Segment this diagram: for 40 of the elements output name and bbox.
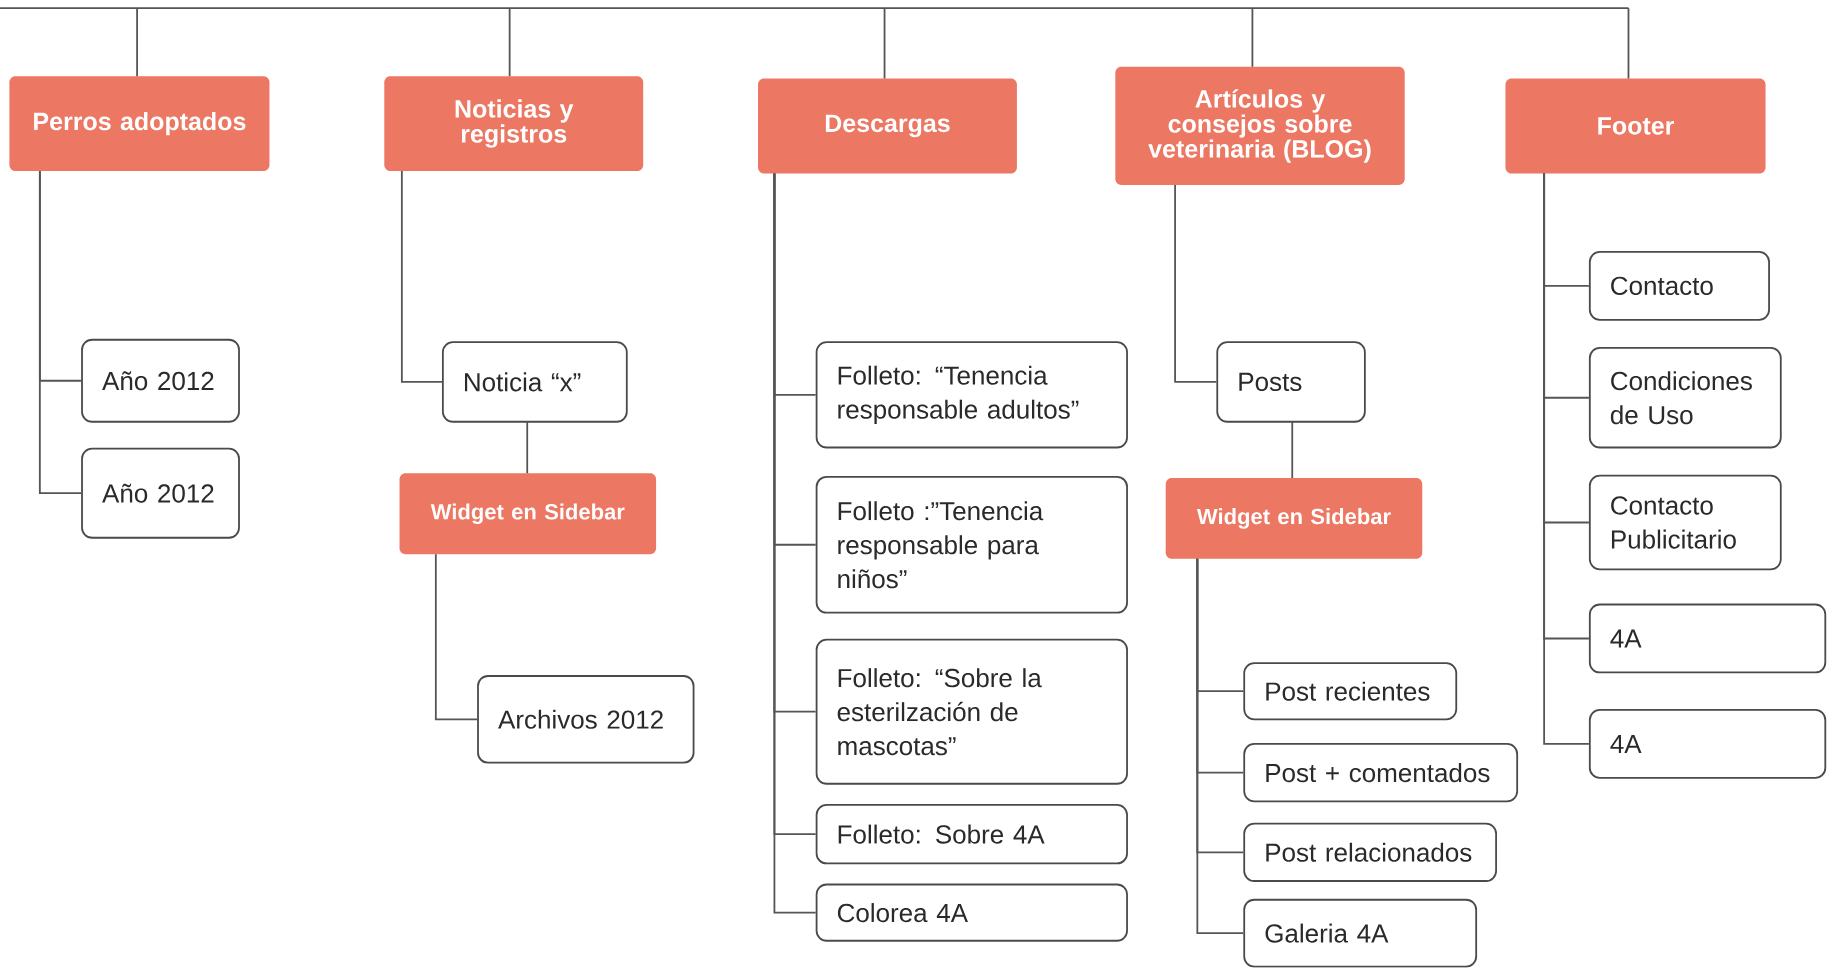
- widget-box: Widget en Sidebar: [399, 473, 657, 555]
- connector-line: [136, 7, 138, 78]
- widget-box: Widget en Sidebar: [1165, 478, 1423, 559]
- connector-line: [508, 7, 511, 78]
- connector-line: [1291, 421, 1294, 480]
- page-box: Post + comentados: [1243, 743, 1519, 803]
- header-box: Footer: [1505, 78, 1766, 174]
- connector-line: [526, 421, 529, 475]
- connector-line: [883, 7, 886, 80]
- connector-line: [1196, 558, 1245, 935]
- page-box: 4A: [1588, 603, 1827, 674]
- page-box: Año 2012: [81, 339, 240, 423]
- page-box: Folleto :”Tenencia responsable para niños”: [815, 476, 1128, 614]
- page-box: Post relacionados: [1243, 822, 1497, 883]
- page-box: Folleto: “Sobre la esterilzación de mascotas”: [815, 638, 1128, 785]
- page-box: Posts: [1216, 341, 1366, 423]
- page-box: Contacto: [1588, 251, 1770, 321]
- page-box: Folleto: “Tenencia responsable adultos”: [815, 341, 1128, 449]
- connector-line: [1627, 7, 1630, 80]
- connector-line: [400, 170, 443, 383]
- page-box: Galeria 4A: [1243, 899, 1478, 968]
- page-box: Condiciones de Uso: [1588, 347, 1782, 449]
- header-box: Noticias y registros: [384, 76, 644, 172]
- connector-line: [1174, 184, 1218, 383]
- page-box: Noticia “x”: [441, 341, 628, 423]
- connector-line: [1251, 7, 1254, 68]
- header-box: Descargas: [758, 78, 1017, 174]
- header-box: Perros adoptados: [9, 76, 270, 172]
- page-box: 4A: [1588, 709, 1827, 779]
- page-box: Contacto Publicitario: [1588, 474, 1782, 571]
- connector-line: [434, 553, 478, 721]
- connector-line: [1543, 172, 1590, 745]
- page-box: Año 2012: [81, 447, 240, 539]
- page-box: Post recientes: [1243, 662, 1458, 721]
- page-box: Colorea 4A: [815, 883, 1128, 942]
- page-box: Folleto: Sobre 4A: [815, 804, 1128, 865]
- page-box: Archivos 2012: [477, 675, 695, 764]
- connector-line: [38, 170, 83, 495]
- connector-line: [0, 7, 1630, 10]
- header-box: Artículos y consejos sobre veterinaria (BLOG): [1115, 66, 1405, 186]
